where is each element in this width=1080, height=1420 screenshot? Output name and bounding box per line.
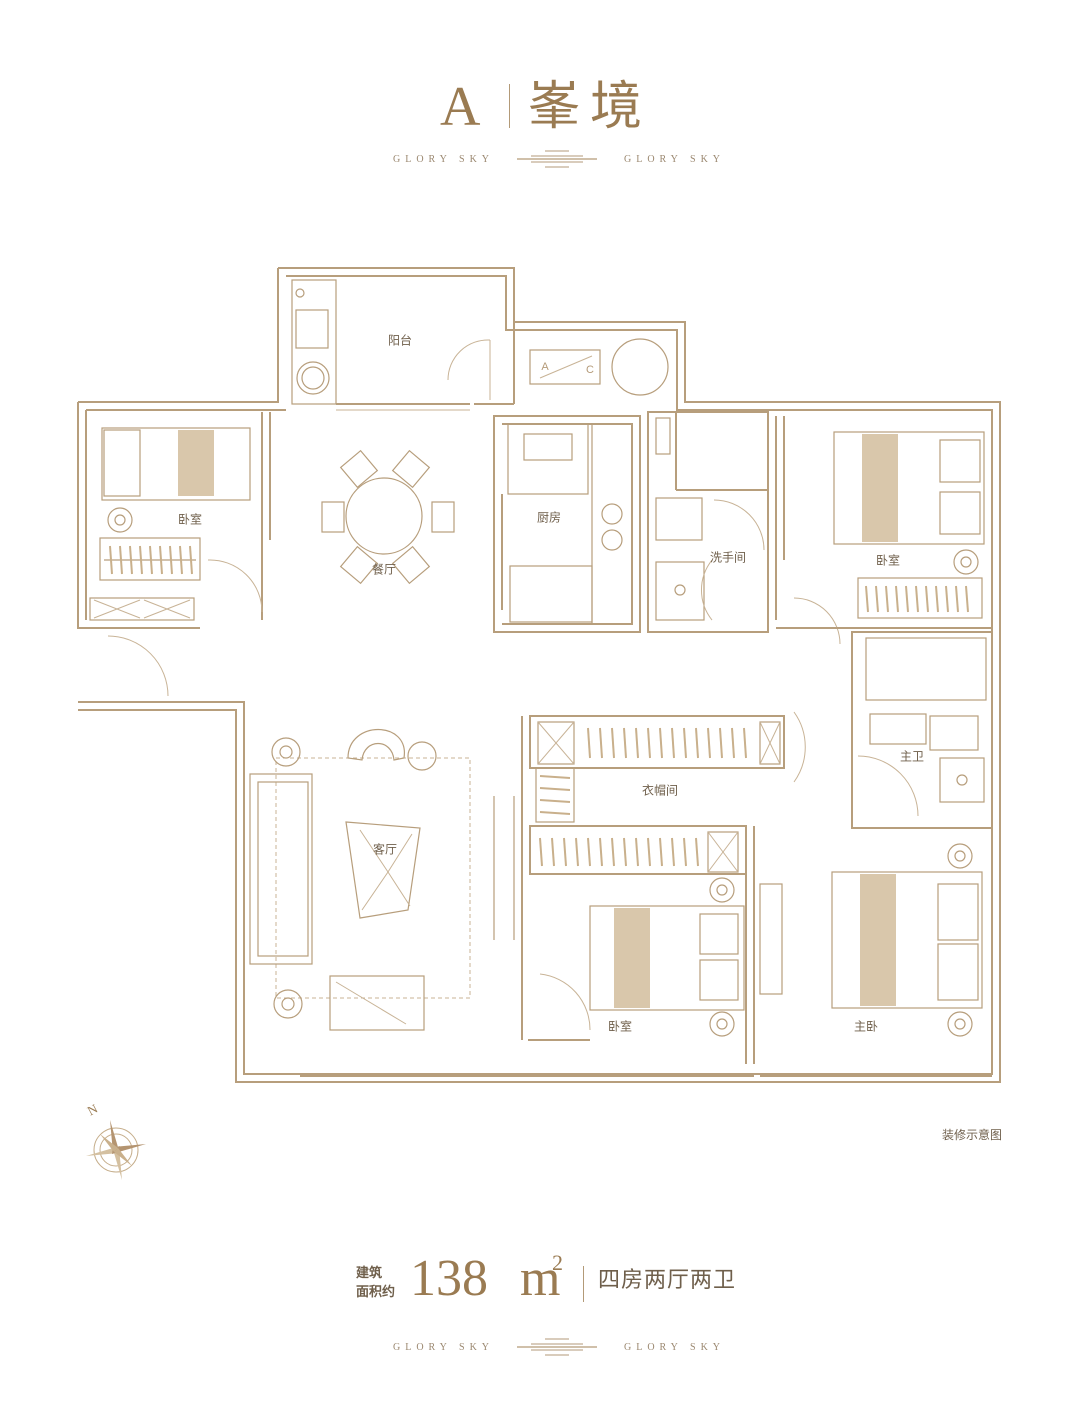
room-label-master-bedroom: 主卧 — [853, 1019, 879, 1034]
appliance-label-a: A — [541, 361, 549, 373]
title-divider — [509, 84, 510, 128]
living-room — [249, 728, 520, 1077]
cloak-hangers-bottom — [539, 837, 699, 867]
cloak-hangers-top — [587, 727, 747, 759]
bedroom-s — [520, 826, 783, 1077]
room-label-living: 客厅 — [372, 842, 398, 857]
room-label-balcony: 阳台 — [387, 333, 413, 348]
exterior-walls — [77, 267, 1001, 1083]
area-unit: m — [520, 1250, 561, 1307]
room-label-cloakroom: 衣帽间 — [641, 783, 679, 798]
master-bedroom — [760, 843, 992, 1077]
room-label-bedroom-nw: 卧室 — [177, 512, 203, 527]
room-label-dining: 餐厅 — [371, 562, 397, 577]
utility-area — [474, 322, 669, 405]
appliance-label-c: C — [586, 364, 594, 376]
layout-type: 四房两厅两卫 — [598, 1268, 737, 1293]
tagline-left: GLORY SKY — [393, 154, 495, 165]
area-value: 138 — [410, 1250, 488, 1307]
area-caption-line-2: 面积约 — [356, 1285, 396, 1300]
tagline-right: GLORY SKY — [624, 154, 726, 165]
room-label-master-bath: 主卫 — [899, 749, 925, 764]
wardrobe-hangers-nw — [109, 545, 193, 575]
wardrobe-hangers-ne — [865, 585, 969, 613]
decoration-note: 装修示意图 — [941, 1128, 1002, 1142]
balcony — [291, 279, 491, 411]
ornament-icon — [517, 150, 597, 168]
room-label-bedroom-ne: 卧室 — [875, 553, 901, 568]
room-label-kitchen: 厨房 — [536, 510, 562, 525]
area-unit-superscript: 2 — [552, 1250, 563, 1275]
washroom — [647, 411, 769, 633]
bedroom-nw — [89, 412, 271, 697]
master-bath — [851, 631, 993, 829]
bedroom-ne — [775, 416, 992, 645]
room-label-bedroom-s: 卧室 — [607, 1019, 633, 1034]
kitchen — [493, 415, 641, 633]
plan-name: 峯境 — [528, 77, 653, 137]
room-label-washroom: 洗手间 — [709, 550, 747, 565]
plan-letter: A — [440, 76, 481, 138]
compass-icon — [86, 1120, 146, 1180]
area-caption: 建筑 面积约 — [356, 1264, 406, 1302]
dining-table — [321, 449, 455, 585]
footer-tagline-left: GLORY SKY — [393, 1342, 495, 1353]
area-divider — [583, 1266, 584, 1302]
footer-ornament-icon — [517, 1338, 597, 1356]
area-caption-line-1: 建筑 — [356, 1266, 383, 1281]
cloakroom — [521, 711, 806, 1040]
footer-tagline-right: GLORY SKY — [624, 1342, 726, 1353]
